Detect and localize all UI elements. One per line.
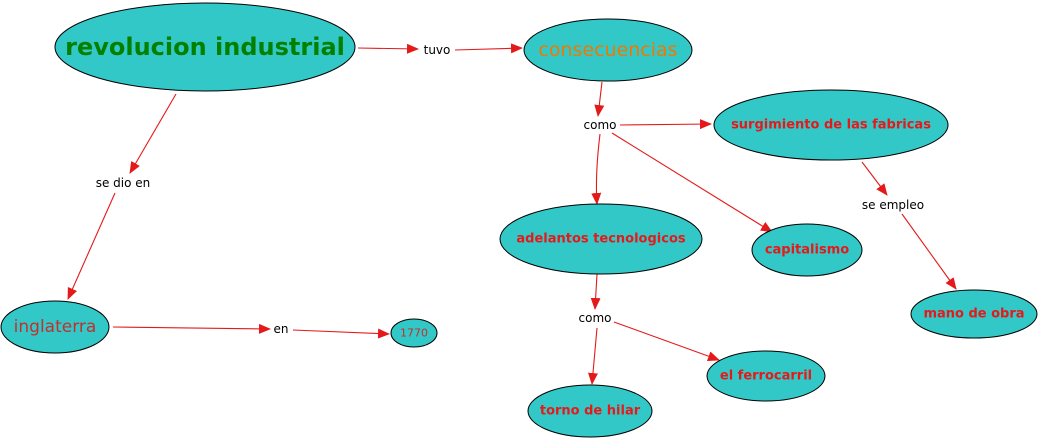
node-label: consecuencias <box>538 39 677 61</box>
arrow-sedioen-inglaterra <box>67 192 116 300</box>
node-surgimiento[interactable]: surgimiento de las fabricas <box>713 89 949 161</box>
node-adelantos[interactable]: adelantos tecnologicos <box>499 203 703 275</box>
node-1770[interactable]: 1770 <box>390 318 438 348</box>
link-como-consecuencias[interactable]: como <box>584 118 617 132</box>
arrow-inglaterra-en <box>112 323 271 334</box>
arrow-consecuencias-como <box>594 81 605 117</box>
link-label-background <box>859 198 927 212</box>
link-se-empleo[interactable]: se empleo <box>862 198 924 212</box>
node-label: revolucion industrial <box>65 33 345 61</box>
node-capitalismo[interactable]: capitalismo <box>751 223 863 277</box>
link-labels: tuvo se dio en en como como se empleo <box>93 43 927 336</box>
node-label: torno de hilar <box>540 404 641 419</box>
node-el-ferrocarril[interactable]: el ferrocarril <box>706 350 826 402</box>
link-label-background <box>581 118 619 132</box>
link-se-dio-en[interactable]: se dio en <box>96 176 151 190</box>
node-label: inglaterra <box>14 317 97 337</box>
arrow-tuvo-consecuencias <box>454 43 523 54</box>
arrow-como-surgimiento <box>619 119 712 130</box>
node-consecuencias[interactable]: consecuencias <box>523 18 693 82</box>
arrow-revolucion-tuvo <box>357 43 419 54</box>
node-label: surgimiento de las fabricas <box>731 118 931 133</box>
node-revolucion-industrial[interactable]: revolucion industrial <box>54 2 356 92</box>
node-label: capitalismo <box>765 243 849 258</box>
arrow-como-ferrocarril <box>613 321 720 361</box>
link-en[interactable]: en <box>274 322 289 336</box>
connections <box>67 43 957 385</box>
node-torno-de-hilar[interactable]: torno de hilar <box>527 384 653 438</box>
arrow-revolucion-sedioen <box>129 93 177 174</box>
node-mano-de-obra[interactable]: mano de obra <box>910 289 1038 339</box>
arrow-como-torno <box>587 327 598 385</box>
arrow-surgimiento-seempleo <box>861 161 888 196</box>
link-label-background <box>271 322 291 336</box>
node-inglaterra[interactable]: inglaterra <box>0 300 110 354</box>
link-label-background <box>576 311 614 325</box>
arrow-seempleo-mano <box>901 213 957 290</box>
link-label-background <box>421 43 453 57</box>
arrow-como-adelantos <box>591 133 602 205</box>
link-label-background <box>93 176 153 190</box>
node-label: mano de obra <box>923 307 1024 322</box>
arrow-como-capitalismo <box>611 132 773 233</box>
node-label: el ferrocarril <box>720 369 812 384</box>
link-como-adelantos[interactable]: como <box>579 311 612 325</box>
arrow-en-1770 <box>292 328 390 339</box>
node-label: adelantos tecnologicos <box>516 232 685 247</box>
link-tuvo[interactable]: tuvo <box>424 43 451 57</box>
arrow-adelantos-como <box>590 273 601 310</box>
node-label: 1770 <box>400 327 428 340</box>
